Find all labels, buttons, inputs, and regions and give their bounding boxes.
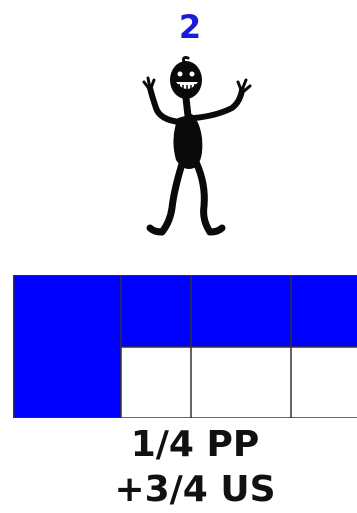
grid-fill-first-cell (13, 275, 121, 418)
caption-line-1: 1/4 PP (30, 425, 357, 465)
grid-cell-empty (291, 347, 357, 418)
caption-line-2: +3/4 US (30, 470, 357, 510)
fraction-grid (13, 275, 357, 418)
grid-cell-empty (121, 347, 191, 418)
grid-cell-empty (191, 347, 291, 418)
card-number: 2 (0, 10, 357, 44)
grinning-stick-figure-icon (132, 56, 260, 240)
